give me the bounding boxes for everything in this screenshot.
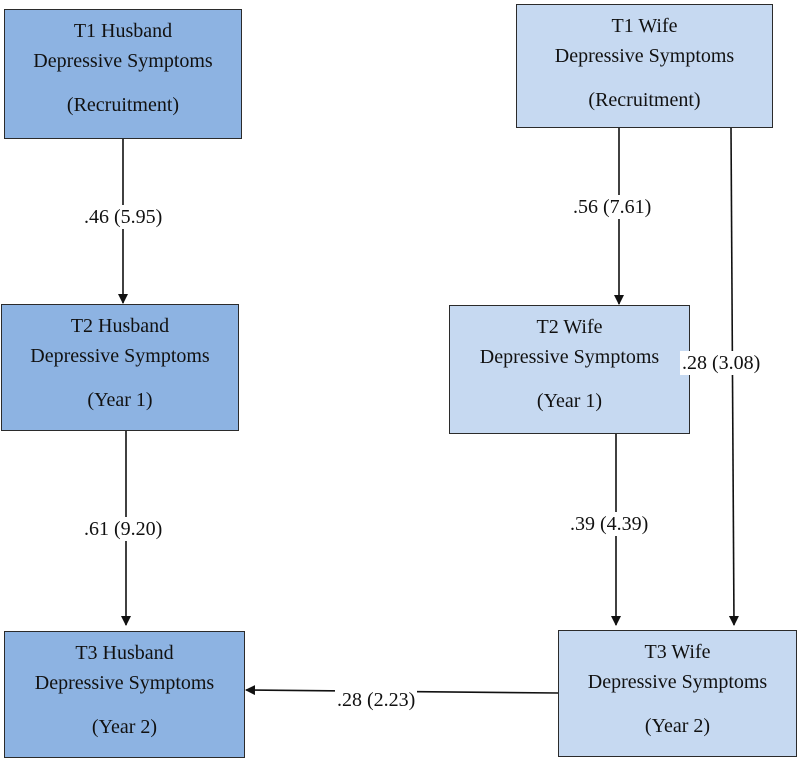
node-title: T2 Husband <box>70 315 170 337</box>
node-subtitle: Depressive Symptoms <box>34 672 215 694</box>
node-period: (Year 2) <box>91 716 158 738</box>
node-subtitle: Depressive Symptoms <box>554 45 735 67</box>
node-title: T3 Husband <box>75 642 174 664</box>
edge-label-t2-wife-to-t3-wife: .39 (4.39) <box>568 512 651 536</box>
node-subtitle: Depressive Symptoms <box>33 50 213 72</box>
node-subtitle: Depressive Symptoms <box>587 671 768 693</box>
node-t2-husband: T2 Husband Depressive Symptoms (Year 1) <box>1 304 239 431</box>
edge-label-t1-husband-to-t2-husband: .46 (5.95) <box>82 205 165 229</box>
node-subtitle: Depressive Symptoms <box>479 346 660 368</box>
edge-label-t2-husband-to-t3-husband: .61 (9.20) <box>82 517 165 541</box>
node-t2-wife: T2 Wife Depressive Symptoms (Year 1) <box>449 305 690 434</box>
node-period: (Year 1) <box>87 389 153 411</box>
node-t3-wife: T3 Wife Depressive Symptoms (Year 2) <box>558 630 797 757</box>
node-t1-husband: T1 Husband Depressive Symptoms (Recruitm… <box>4 9 242 139</box>
edge-t1-wife-to-t3-wife <box>728 127 739 626</box>
node-subtitle: Depressive Symptoms <box>30 345 210 367</box>
node-t3-husband: T3 Husband Depressive Symptoms (Year 2) <box>4 631 245 758</box>
node-title: T3 Wife <box>644 641 711 663</box>
node-title: T1 Husband <box>73 20 173 42</box>
node-title: T1 Wife <box>611 15 678 37</box>
node-period: (Recruitment) <box>66 94 180 116</box>
edge-label-t3-wife-to-t3-husband: .28 (2.23) <box>335 688 418 712</box>
edge-label-t1-wife-to-t3-wife: .28 (3.08) <box>680 351 763 375</box>
node-period: (Recruitment) <box>588 89 701 111</box>
node-t1-wife: T1 Wife Depressive Symptoms (Recruitment… <box>516 4 773 128</box>
node-title: T2 Wife <box>536 316 603 338</box>
node-period: (Year 1) <box>536 390 603 412</box>
node-period: (Year 2) <box>644 715 711 737</box>
edge-label-t1-wife-to-t2-wife: .56 (7.61) <box>571 195 654 219</box>
